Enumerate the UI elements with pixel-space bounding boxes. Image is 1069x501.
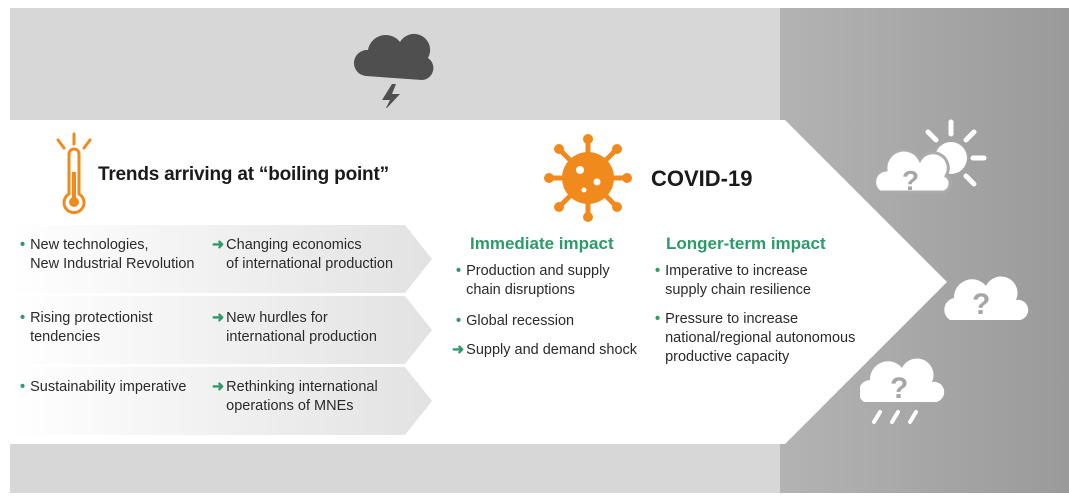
trend-cause: • New technologies,New Industrial Revolu… — [20, 237, 195, 272]
virus-icon — [544, 134, 632, 222]
bullet-icon: • — [20, 310, 26, 326]
arrow-right-icon: ➜ — [212, 379, 225, 395]
list-item: • Global recession — [456, 313, 575, 329]
immediate-impact-heading: Immediate impact — [470, 234, 614, 253]
trend-row-chevron — [10, 225, 432, 293]
arrow-right-icon: ➜ — [452, 342, 465, 358]
sun-cloud-question-icon: ? — [873, 119, 987, 196]
arrow-right-icon: ➜ — [212, 310, 225, 326]
bullet-icon: • — [456, 263, 462, 279]
bullet-icon: • — [456, 313, 462, 329]
cloud-question-icon: ? — [944, 276, 1029, 321]
storm-cloud-icon — [353, 33, 434, 108]
trend-row-chevron — [10, 296, 432, 364]
question-mark: ? — [902, 165, 919, 196]
trend-cause: • Sustainability imperative — [20, 379, 187, 395]
covid-heading: COVID-19 — [651, 166, 753, 191]
list-item: ➜ Supply and demand shock — [452, 342, 638, 358]
trend-row-chevron — [10, 367, 432, 435]
longer-term-impact-heading: Longer-term impact — [666, 234, 826, 253]
bullet-icon: • — [20, 379, 26, 395]
bullet-icon: • — [20, 237, 26, 253]
trends-heading: Trends arriving at “boiling point” — [98, 164, 389, 185]
question-mark: ? — [972, 288, 990, 321]
arrow-right-icon: ➜ — [212, 237, 225, 253]
rain-cloud-question-icon: ? — [860, 358, 945, 424]
bullet-icon: • — [655, 311, 661, 327]
thermometer-icon — [56, 132, 92, 215]
bullet-icon: • — [655, 263, 661, 279]
question-mark: ? — [890, 372, 908, 405]
